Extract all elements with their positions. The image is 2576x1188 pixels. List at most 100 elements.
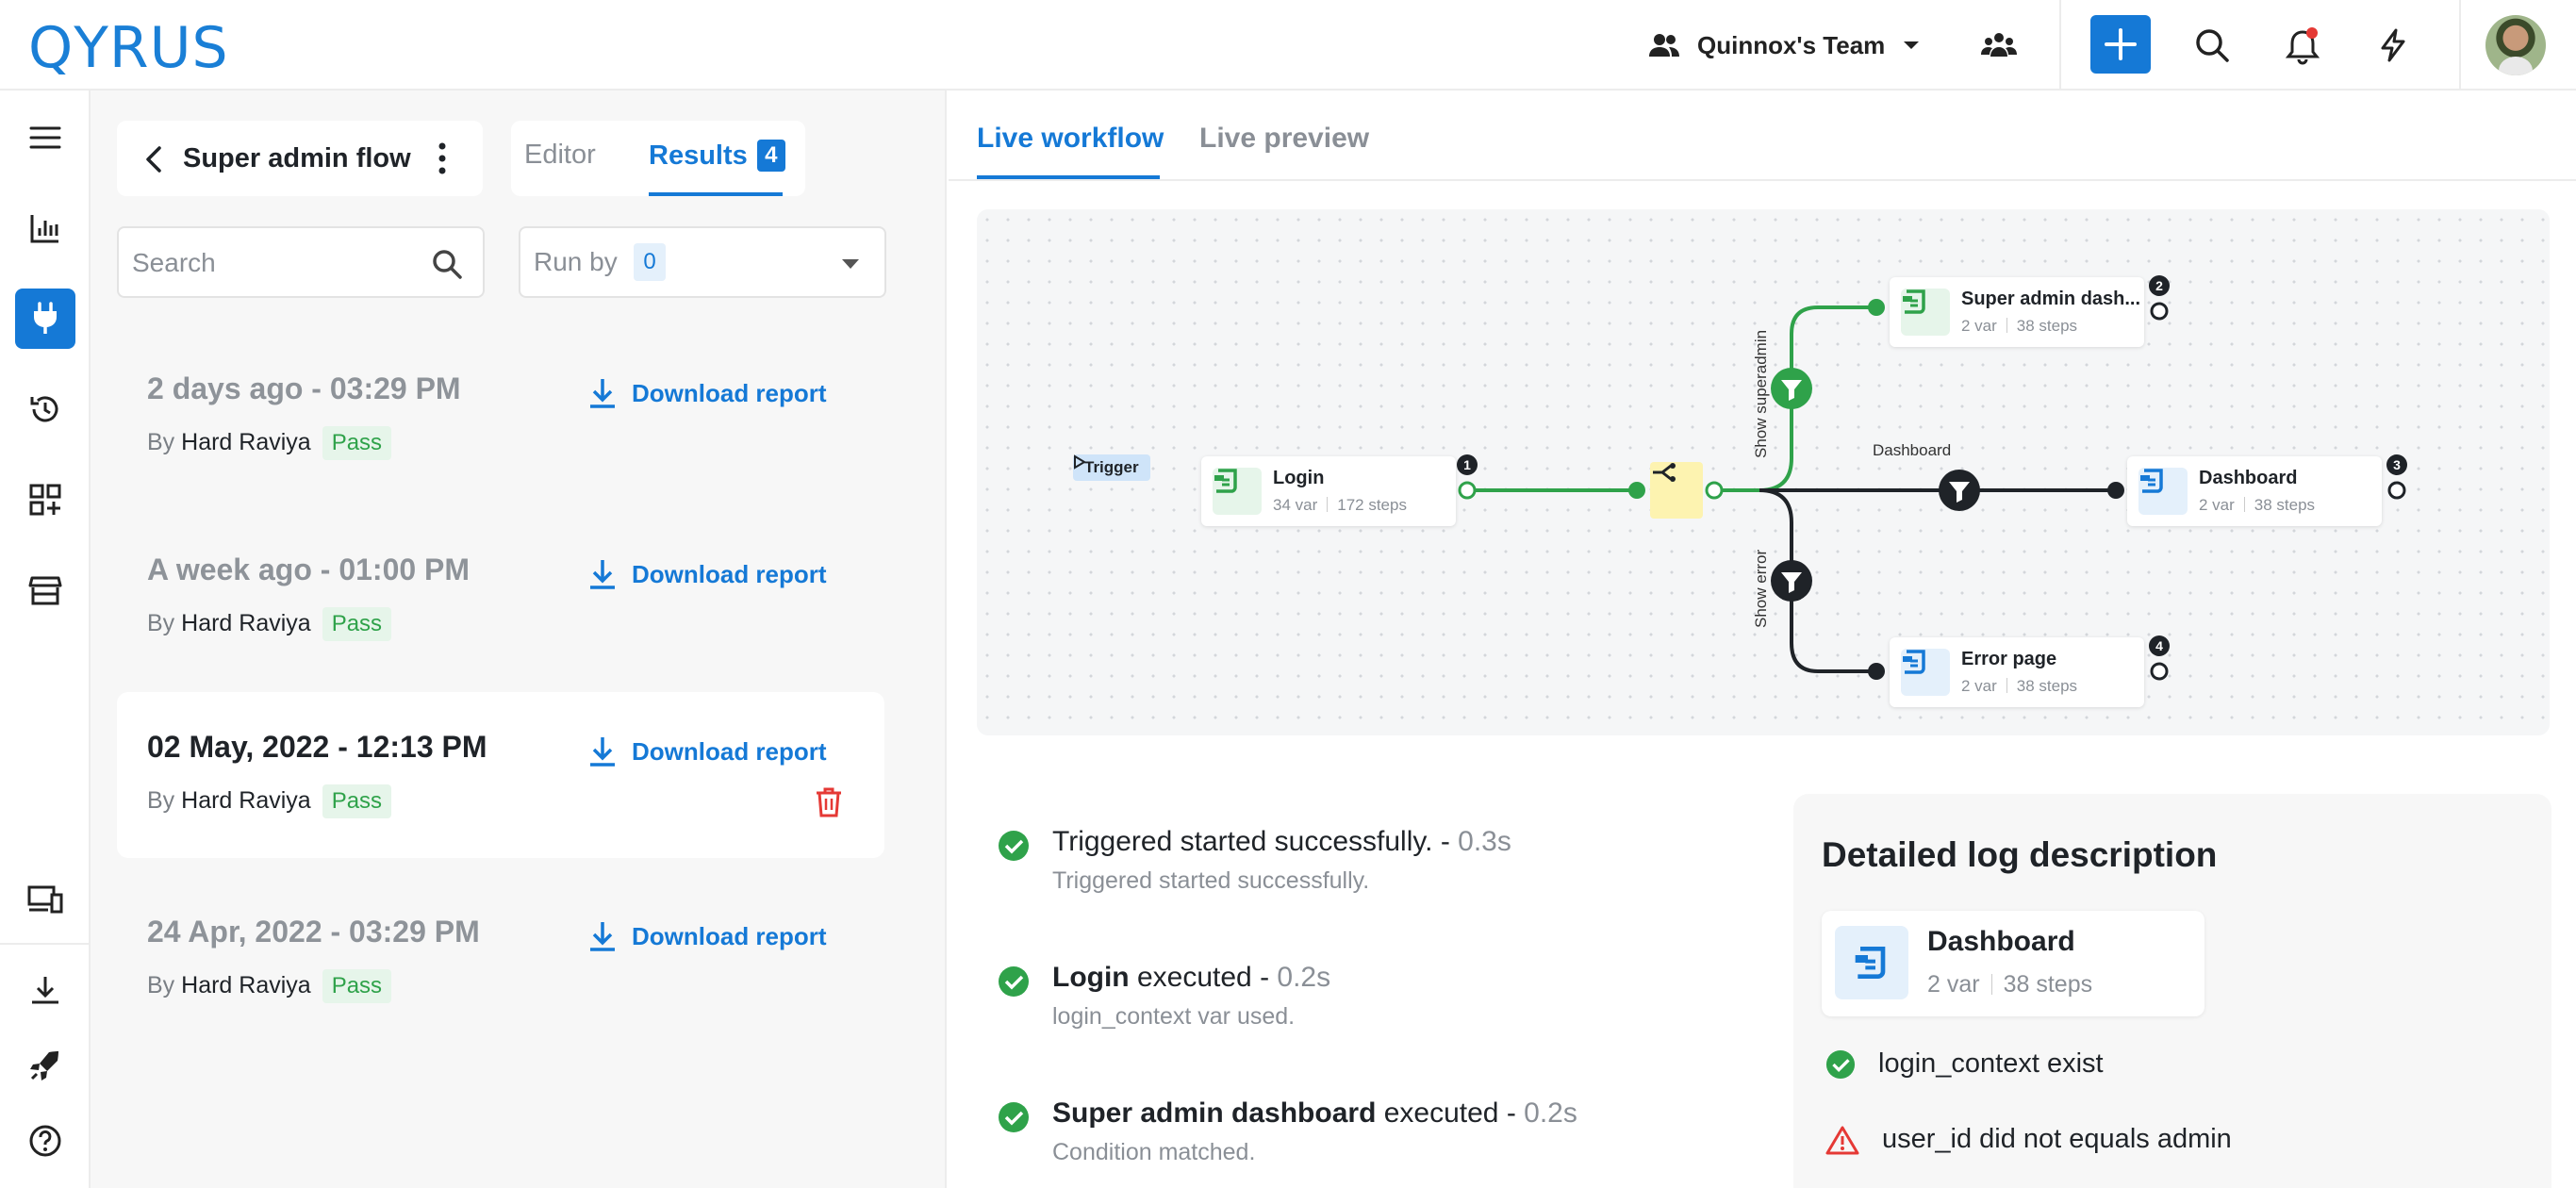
download-report-label: Download report bbox=[632, 921, 827, 950]
download-icon[interactable] bbox=[15, 960, 75, 1020]
analytics-icon[interactable] bbox=[15, 198, 75, 258]
search-input[interactable] bbox=[132, 245, 415, 281]
help-icon[interactable] bbox=[15, 1111, 75, 1171]
result-date: A week ago - 01:00 PM bbox=[147, 553, 471, 586]
script-icon bbox=[1835, 926, 1908, 999]
detailed-log-panel: Detailed log description Dashboard 2 var… bbox=[1793, 794, 2551, 1188]
log-subtitle: Triggered started successfully. bbox=[1052, 867, 1370, 894]
play-icon bbox=[1074, 454, 1086, 470]
script-icon bbox=[1901, 289, 1950, 336]
check-circle-icon bbox=[999, 966, 1029, 997]
caret-down-icon bbox=[842, 259, 859, 269]
chevron-down-icon bbox=[1904, 41, 1920, 49]
branch-label-error: Show error bbox=[1752, 549, 1770, 628]
detail-check-text: login_context exist bbox=[1878, 1048, 2104, 1079]
detail-check-text: user_id did not equals admin bbox=[1882, 1124, 2232, 1154]
left-rail bbox=[0, 91, 91, 1188]
log-subtitle: login_context var used. bbox=[1052, 1003, 1296, 1030]
result-date: 2 days ago - 03:29 PM bbox=[147, 371, 461, 405]
trash-icon[interactable] bbox=[815, 786, 843, 818]
tab-editor[interactable]: Editor bbox=[524, 140, 596, 170]
search-icon[interactable] bbox=[430, 247, 464, 281]
download-icon bbox=[590, 737, 615, 767]
filter-icon[interactable] bbox=[1939, 470, 1980, 511]
tab-live-workflow[interactable]: Live workflow bbox=[977, 123, 1164, 154]
plug-icon[interactable] bbox=[15, 289, 75, 349]
download-report-button[interactable]: Download report bbox=[588, 735, 827, 767]
history-icon[interactable] bbox=[15, 379, 75, 439]
workflow-connectors bbox=[1458, 299, 2406, 681]
tab-live-preview[interactable]: Live preview bbox=[1199, 123, 1370, 154]
more-vertical-icon[interactable] bbox=[438, 141, 447, 175]
result-date: 02 May, 2022 - 12:13 PM bbox=[147, 730, 487, 764]
avatar[interactable] bbox=[2485, 15, 2546, 75]
download-report-label: Download report bbox=[632, 736, 827, 766]
users-icon[interactable] bbox=[1978, 25, 2020, 66]
download-report-button[interactable]: Download report bbox=[588, 558, 827, 590]
download-report-button[interactable]: Download report bbox=[588, 377, 827, 409]
qyrus-logo[interactable]: QYRUS bbox=[28, 15, 229, 81]
log-title: Triggered started successfully. - 0.3s bbox=[1052, 826, 1511, 857]
log-title: Login executed - 0.2s bbox=[1052, 962, 1331, 993]
status-badge: Pass bbox=[322, 784, 392, 818]
team-selector[interactable]: Quinnox's Team bbox=[1648, 26, 1921, 64]
team-name: Quinnox's Team bbox=[1697, 30, 1886, 59]
node-title: Error page bbox=[1961, 649, 2057, 669]
lightning-icon[interactable] bbox=[2372, 25, 2414, 66]
top-bar: QYRUS Quinnox's Team bbox=[0, 0, 2576, 91]
team-icon bbox=[1649, 34, 1679, 57]
check-circle-icon bbox=[999, 1102, 1029, 1132]
rocket-icon[interactable] bbox=[15, 1035, 75, 1096]
run-by-select[interactable]: Run by 0 bbox=[519, 226, 886, 298]
switch-node[interactable] bbox=[1650, 462, 1703, 519]
trigger-chip[interactable]: Trigger bbox=[1073, 454, 1150, 481]
log-subtitle: Condition matched. bbox=[1052, 1139, 1256, 1165]
status-badge: Pass bbox=[322, 969, 392, 1003]
log-title: Super admin dashboard executed - 0.2s bbox=[1052, 1097, 1577, 1129]
apps-add-icon[interactable] bbox=[15, 470, 75, 530]
check-circle-icon bbox=[999, 831, 1029, 861]
filter-icon[interactable] bbox=[1771, 368, 1812, 409]
node-number: 3 bbox=[2386, 454, 2407, 475]
filter-icon[interactable] bbox=[1771, 560, 1812, 602]
branch-label-dashboard: Dashboard bbox=[1873, 441, 1952, 459]
menu-icon[interactable] bbox=[15, 107, 75, 168]
bell-icon[interactable] bbox=[2282, 25, 2323, 66]
node-title: Super admin dash... bbox=[1961, 289, 2141, 309]
script-icon bbox=[1901, 649, 1950, 696]
download-report-button[interactable]: Download report bbox=[588, 920, 827, 952]
script-icon bbox=[2138, 468, 2188, 515]
tab-underline bbox=[977, 175, 1160, 179]
download-report-label: Download report bbox=[632, 559, 827, 588]
search-box bbox=[117, 226, 485, 298]
back-arrow-icon[interactable] bbox=[143, 145, 164, 173]
add-button[interactable] bbox=[2090, 15, 2151, 74]
devices-icon[interactable] bbox=[15, 869, 75, 930]
workflow-panel: Live workflow Live preview bbox=[949, 91, 2576, 1188]
results-count-badge: 4 bbox=[756, 140, 785, 172]
node-number: 2 bbox=[2149, 275, 2170, 296]
search-icon[interactable] bbox=[2191, 25, 2233, 66]
result-date: 24 Apr, 2022 - 03:29 PM bbox=[147, 915, 480, 949]
node-number: 4 bbox=[2149, 635, 2170, 656]
store-icon[interactable] bbox=[15, 560, 75, 620]
